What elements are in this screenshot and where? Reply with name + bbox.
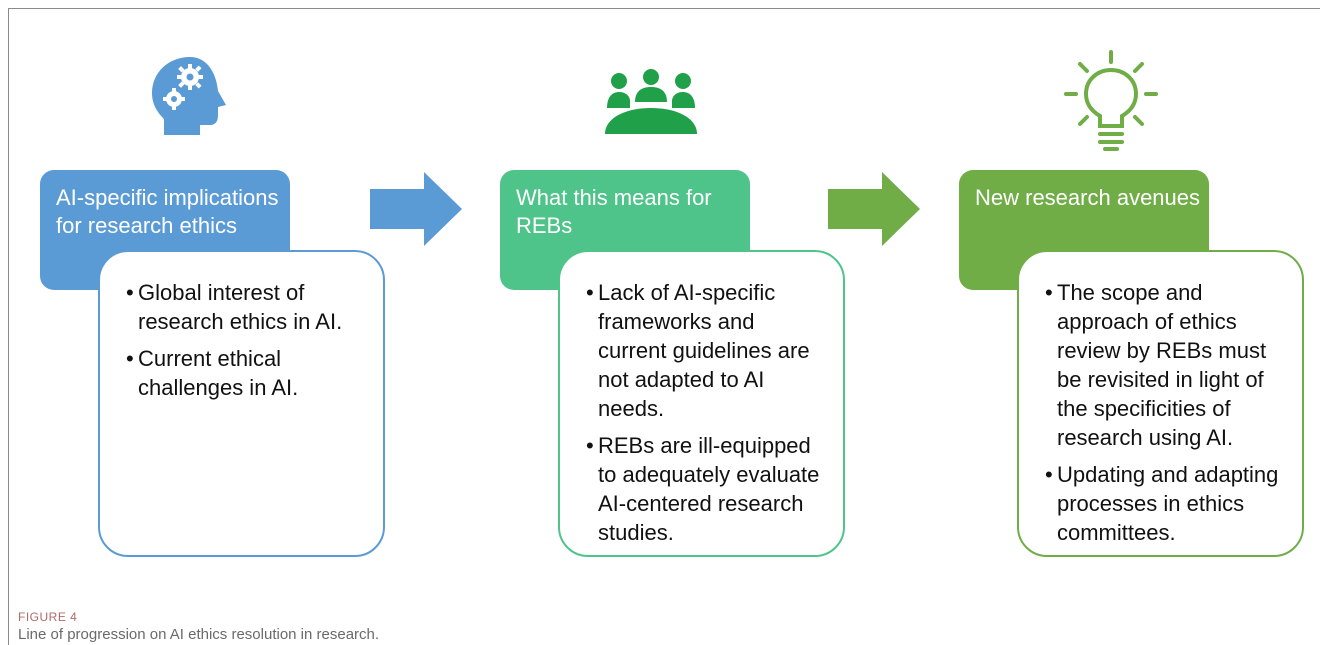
stage-3-title: New research avenues [975, 185, 1201, 210]
lightbulb-icon [1064, 50, 1158, 151]
arrow-right-icon [828, 172, 920, 246]
stage-1-title: AI-specific implications for research et… [56, 185, 279, 238]
head-gears-icon [152, 57, 226, 135]
stage-3-content: The scope and approach of ethics review … [1017, 250, 1304, 557]
figure-caption: Line of progression on AI ethics resolut… [18, 626, 380, 643]
stage-1-header: AI-specific implications for research et… [40, 170, 290, 290]
stage-1-bullet: Global interest of research ethics in AI… [126, 278, 363, 336]
arrow-right-icon [370, 172, 462, 246]
stage-2-content: Lack of AI-specific frameworks and curre… [558, 250, 845, 557]
stage-1-content: Global interest of research ethics in AI… [98, 250, 385, 557]
people-group-icon [605, 69, 697, 134]
figure-label: FIGURE 4 [18, 610, 78, 624]
stage-2-bullet: REBs are ill-equipped to adequately eval… [586, 431, 823, 547]
stage-3-bullet: Updating and adapting processes in ethic… [1045, 460, 1282, 547]
stage-3-bullet: The scope and approach of ethics review … [1045, 278, 1282, 452]
figure-frame [8, 8, 1320, 645]
stage-2-bullet: Lack of AI-specific frameworks and curre… [586, 278, 823, 423]
stage-2-title: What this means for REBs [516, 185, 712, 238]
stage-1-bullet: Current ethical challenges in AI. [126, 344, 363, 402]
